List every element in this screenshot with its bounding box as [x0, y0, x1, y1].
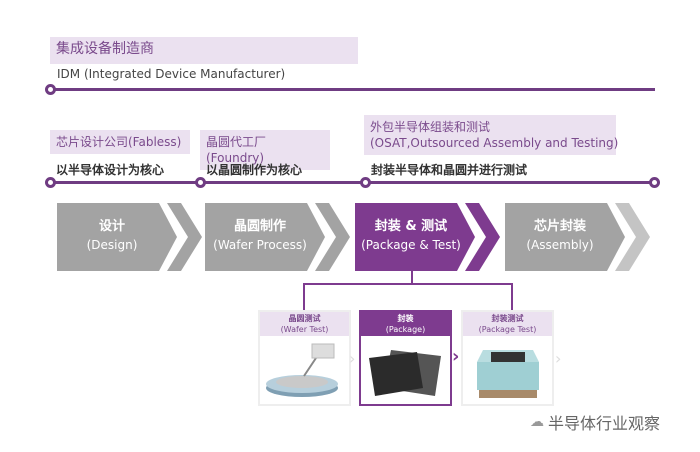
package-test-socket-image	[477, 350, 539, 398]
models-line	[52, 181, 655, 184]
watermark-text: 半导体行业观察	[548, 414, 661, 433]
connector	[411, 271, 413, 284]
arrow-light-2: ›	[555, 349, 562, 368]
fabless-desc: 以半导体设计为核心	[56, 163, 165, 177]
osat-desc: 封装半导体和晶圆并进行测试	[371, 163, 528, 177]
step-design-en: (Design)	[86, 238, 138, 252]
fabless-title: 芯片设计公司(Fabless)	[50, 130, 190, 154]
arrow-purple: ›	[452, 346, 460, 367]
package-cn: 封装	[397, 314, 414, 323]
step-wafer-cn: 晶圆制作	[233, 219, 286, 234]
connector-h	[303, 283, 513, 285]
foundry-title: 晶圆代工厂(Foundry)	[200, 130, 330, 170]
connector-right	[511, 283, 513, 311]
wafer-test-en: (Wafer Test)	[280, 325, 329, 334]
step-assembly: 芯片封装 (Assembly)	[505, 203, 650, 271]
arrow-light-1: ›	[349, 349, 356, 368]
package-chip-image	[369, 350, 441, 396]
step-package-test-cn: 封装 & 测试	[374, 219, 448, 234]
wechat-icon: ☁	[530, 414, 544, 430]
osat-dot	[360, 177, 371, 188]
package-en: (Package)	[385, 325, 426, 334]
idm-subtitle: IDM (Integrated Device Manufacturer)	[57, 67, 286, 81]
package-test-en: (Package Test)	[478, 325, 537, 334]
wafer-test-cn: 晶圆测试	[288, 314, 321, 323]
step-wafer: 晶圆制作 (Wafer Process)	[205, 203, 350, 271]
panel-package-test: 封装测试 (Package Test)	[461, 310, 554, 406]
fabless-dot	[45, 177, 56, 188]
idm-dot	[45, 84, 56, 95]
step-design: 设计 (Design)	[57, 203, 202, 271]
step-assembly-cn: 芯片封装	[533, 219, 586, 234]
panel-package: 封装 (Package)	[359, 310, 452, 406]
step-design-cn: 设计	[98, 219, 125, 234]
step-assembly-en: (Assembly)	[526, 238, 594, 252]
osat-title-line1: 外包半导体组装和测试	[370, 120, 491, 134]
foundry-desc: 以晶圆制作为核心	[206, 163, 303, 177]
step-wafer-en: (Wafer Process)	[213, 238, 307, 252]
step-package-test: 封装 & 测试 (Package & Test)	[355, 203, 500, 271]
idm-title: 集成设备制造商	[50, 37, 358, 64]
osat-title: 外包半导体组装和测试 (OSAT,Outsourced Assembly and…	[364, 115, 619, 155]
wafer-test-image	[266, 343, 338, 397]
end-dot	[649, 177, 660, 188]
step-package-test-en: (Package & Test)	[361, 238, 461, 252]
panel-wafer-test: 晶圆测试 (Wafer Test)	[258, 310, 351, 406]
package-test-cn: 封装测试	[491, 314, 524, 323]
idm-line	[52, 88, 655, 91]
foundry-dot	[195, 177, 206, 188]
connector-left	[303, 283, 305, 311]
watermark: ☁ 半导体行业观察	[530, 410, 660, 434]
osat-title-line2: (OSAT,Outsourced Assembly and Testing)	[370, 136, 619, 150]
